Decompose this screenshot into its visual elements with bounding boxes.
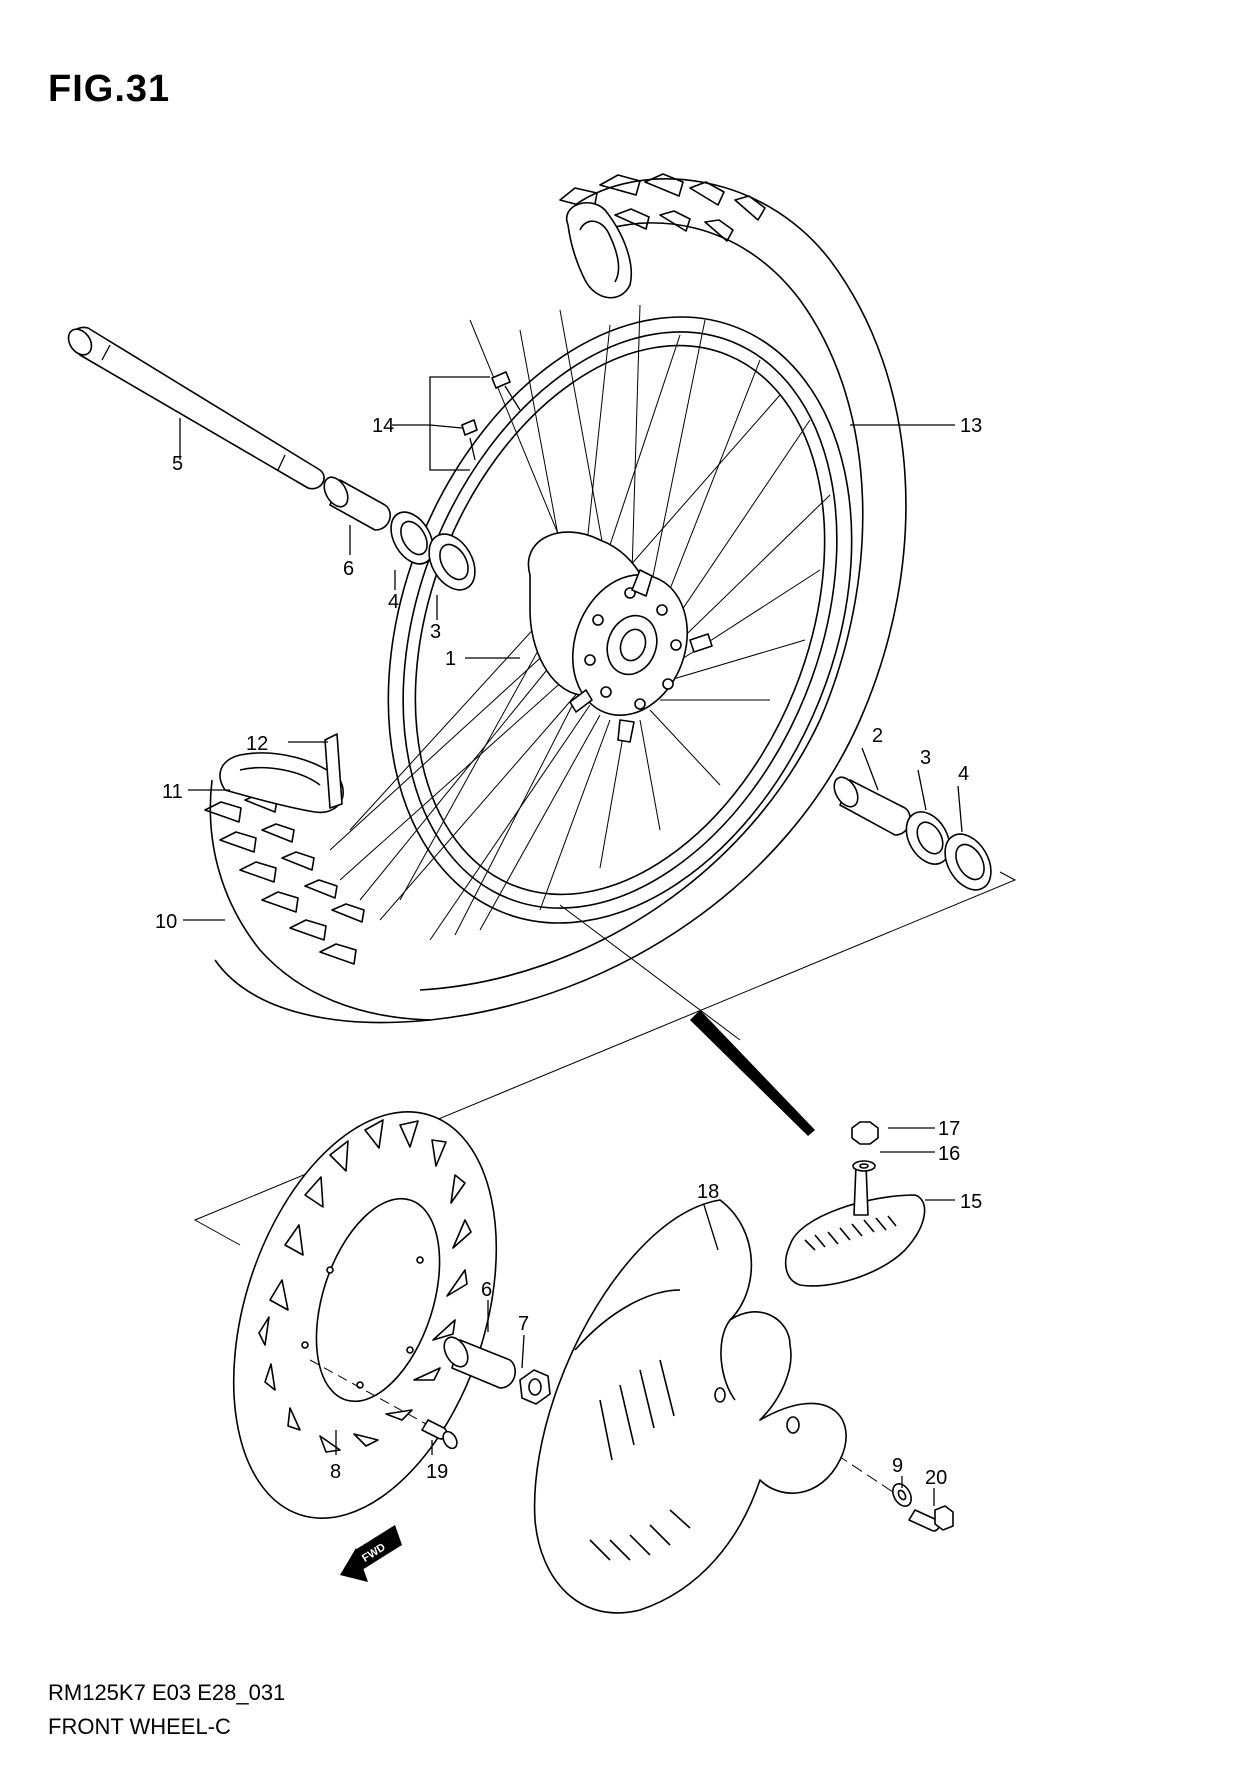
callout-19: 9 xyxy=(892,1455,903,1477)
rim-band-section xyxy=(219,733,344,814)
callout-3b: 3 xyxy=(920,747,931,769)
forward-direction-arrow: FWD xyxy=(340,1525,402,1582)
left-bearing xyxy=(428,533,476,591)
spoke-nipples xyxy=(461,371,521,461)
figure-title: FIG.31 xyxy=(48,68,171,110)
right-spacer xyxy=(833,776,911,836)
diagram-footer: RM125K7 E03 E28_031 FRONT WHEEL-C xyxy=(48,1676,285,1744)
callout-10: 10 xyxy=(155,911,177,933)
valve-nut xyxy=(851,1121,879,1145)
leader-lines xyxy=(179,376,963,1506)
callout-6b: 6 xyxy=(481,1279,492,1301)
callout-9: 19 xyxy=(426,1461,448,1483)
callout-2: 2 xyxy=(872,725,883,747)
callout-12: 12 xyxy=(246,733,268,755)
callout-1: 1 xyxy=(445,648,456,670)
callout-5: 5 xyxy=(172,453,183,475)
right-oil-seal xyxy=(944,833,992,891)
hub xyxy=(527,531,713,743)
right-bearing xyxy=(905,811,951,865)
callout-6a: 6 xyxy=(343,558,354,580)
valve-washer xyxy=(852,1160,876,1172)
callout-15: 15 xyxy=(960,1191,982,1213)
callout-7: 7 xyxy=(518,1313,529,1335)
cover-bolt xyxy=(908,1505,954,1532)
callout-8: 8 xyxy=(330,1461,341,1483)
diagram-name: FRONT WHEEL-C xyxy=(48,1714,231,1739)
disc-bolt xyxy=(309,1359,458,1450)
axle xyxy=(67,326,325,490)
tread-bottom xyxy=(204,793,365,965)
callout-4b: 4 xyxy=(958,763,969,785)
left-oil-seal xyxy=(390,511,434,565)
callout-18: 18 xyxy=(697,1181,719,1203)
callout-11: 11 xyxy=(162,781,183,803)
callout-13: 13 xyxy=(960,415,982,437)
cover-washer xyxy=(892,1483,912,1507)
axle-nut xyxy=(519,1369,551,1405)
lower-spacer xyxy=(443,1336,516,1389)
callout-16: 16 xyxy=(938,1143,960,1165)
callout-4a: 4 xyxy=(388,591,399,613)
callout-labels: 5 14 13 6 4 3 1 2 3 4 12 11 10 17 16 15 … xyxy=(155,415,982,1489)
disc-cover xyxy=(533,1199,847,1614)
diagram-code: RM125K7 E03 E28_031 xyxy=(48,1680,286,1705)
callout-17: 17 xyxy=(938,1118,960,1140)
callout-20: 20 xyxy=(925,1467,947,1489)
callout-3a: 3 xyxy=(430,621,441,643)
inner-tube xyxy=(784,1164,926,1287)
brake-disc xyxy=(232,1111,498,1519)
callout-14: 14 xyxy=(372,415,394,437)
left-spacer xyxy=(323,476,391,531)
